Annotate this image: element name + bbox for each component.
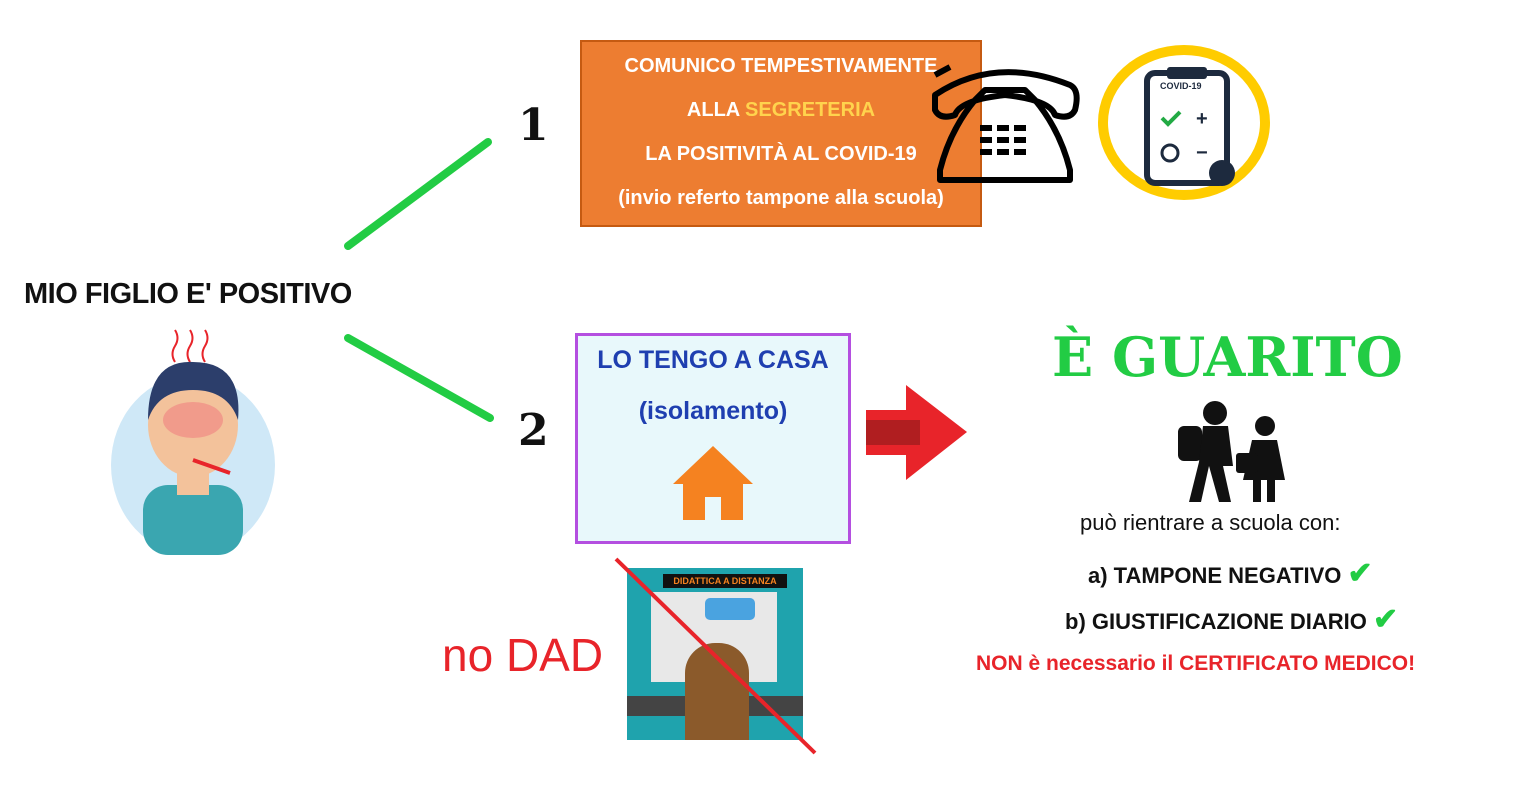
branch-line-2 bbox=[344, 334, 494, 422]
page-title: MIO FIGLIO E' POSITIVO bbox=[24, 278, 352, 310]
step2-line1: LO TENGO A CASA bbox=[597, 346, 829, 374]
option-b: b) GIUSTIFICAZIONE DIARIO ✔ bbox=[1065, 602, 1398, 637]
step2-box: LO TENGO A CASA (isolamento) bbox=[575, 333, 851, 544]
step1-line3: LA POSITIVITÀ AL COVID-19 bbox=[645, 143, 917, 165]
option-b-text: b) GIUSTIFICAZIONE DIARIO bbox=[1065, 609, 1367, 634]
svg-text:−: − bbox=[1196, 142, 1208, 164]
step1-line2-prefix: ALLA bbox=[686, 99, 746, 121]
step1-box: COMUNICO TEMPESTIVAMENTE ALLA SEGRETERIA… bbox=[580, 40, 982, 227]
students-walking-icon bbox=[1178, 401, 1285, 502]
clipboard-icon: + − bbox=[1144, 67, 1235, 186]
covid-clipboard-badge: + − COVID-19 bbox=[1098, 45, 1270, 200]
step-number-2: 2 bbox=[518, 405, 549, 456]
dad-banner: DIDATTICA A DISTANZA bbox=[663, 574, 787, 588]
no-dad-label: no DAD bbox=[442, 629, 604, 681]
result-heading: È GUARITO bbox=[1052, 325, 1403, 389]
checkmark-icon: ✔ bbox=[1373, 603, 1399, 636]
step1-line4: (invio referto tampone alla scuola) bbox=[618, 187, 944, 209]
step-number-1: 1 bbox=[518, 100, 549, 151]
house-icon bbox=[672, 446, 753, 520]
step2-line2: (isolamento) bbox=[638, 397, 788, 425]
svg-text:+: + bbox=[1196, 108, 1208, 130]
step1-line1: COMUNICO TEMPESTIVAMENTE bbox=[624, 55, 938, 77]
result-intro: può rientrare a scuola con: bbox=[1080, 510, 1341, 535]
certificate-warning: NON è necessario il CERTIFICATO MEDICO! bbox=[976, 652, 1416, 675]
segreteria-highlight: SEGRETERIA bbox=[745, 99, 876, 121]
sick-child-icon bbox=[111, 329, 275, 555]
strike-through-line bbox=[614, 557, 817, 755]
telephone-icon bbox=[932, 64, 1080, 183]
checkmark-icon: ✔ bbox=[1347, 557, 1373, 590]
option-a-text: a) TAMPONE NEGATIVO bbox=[1088, 563, 1342, 588]
step1-line2: ALLA SEGRETERIA bbox=[582, 88, 980, 132]
option-a: a) TAMPONE NEGATIVO ✔ bbox=[1088, 556, 1373, 591]
branch-line-1 bbox=[344, 138, 492, 250]
clipboard-label: COVID-19 bbox=[1160, 81, 1202, 91]
